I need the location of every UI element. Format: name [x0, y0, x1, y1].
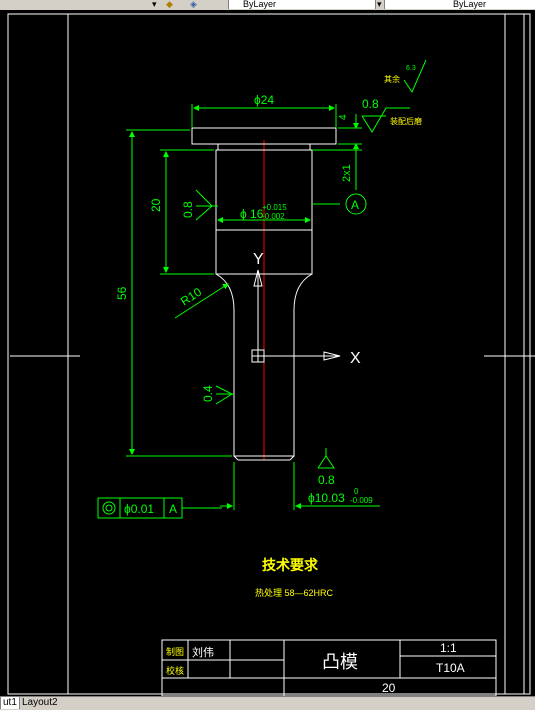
- roughness-note-assembly: 装配后磨: [390, 116, 422, 126]
- linetype-dropdown[interactable]: ByLayer: [384, 0, 535, 9]
- dim-mid-diameter: ϕ 16: [240, 207, 264, 221]
- tolerance-datum: A: [169, 502, 177, 516]
- roughness-symbols: [195, 59, 427, 469]
- tab-layout2[interactable]: Layout2: [20, 697, 60, 709]
- dim-mid-tol-lower: -0.002: [262, 212, 285, 221]
- title-drawer-label: 制图: [166, 646, 184, 657]
- title-checker-label: 校核: [166, 665, 184, 676]
- requirements-title: 技术要求: [262, 557, 319, 573]
- chevron-down-icon[interactable]: ▾: [377, 0, 382, 9]
- drawing-svg[interactable]: Y X 0.8 其余 6: [0, 10, 535, 697]
- roughness-value-63: 6.3: [406, 65, 416, 72]
- tolerance-value: ϕ0.01: [124, 502, 154, 516]
- title-quantity: 20: [382, 681, 396, 695]
- tab-layout1[interactable]: ut1: [0, 697, 20, 709]
- ucs-x-label: X: [350, 350, 361, 367]
- dim-top-diameter: ϕ24: [254, 93, 274, 107]
- roughness-note-other: 其余: [384, 74, 400, 84]
- layout-tabs-bar: ut1 Layout2: [0, 696, 535, 710]
- roughness-value-bottom: 0.8: [318, 473, 335, 487]
- linetype-dropdown-label: ByLayer: [453, 0, 487, 9]
- dimension-lines: [126, 104, 380, 510]
- ucs-icon: [251, 269, 341, 363]
- title-scale: 1:1: [440, 641, 457, 655]
- layer-states-icon[interactable]: ◆: [166, 0, 173, 9]
- dim-bottom-tol-upper: 0: [354, 487, 359, 496]
- dim-bottom-diameter: ϕ10.03: [308, 491, 345, 505]
- datum-label: A: [351, 198, 359, 212]
- part-outline: [191, 127, 337, 461]
- ucs-y-label: Y: [253, 251, 264, 268]
- roughness-value-shank: 0.4: [201, 385, 215, 402]
- tolerance-frame: [97, 497, 222, 519]
- dim-radius: R10: [178, 285, 204, 309]
- title-material: T10A: [436, 661, 465, 675]
- dim-length-56: 56: [115, 286, 129, 300]
- drawing-canvas[interactable]: Y X 0.8 其余 6: [0, 10, 535, 697]
- layer-stack-icon[interactable]: ◈: [190, 0, 197, 9]
- title-part-name: 凸模: [322, 652, 358, 672]
- requirements-text: 热处理 58—62HRC: [255, 587, 334, 598]
- title-drawer-name: 刘伟: [192, 646, 214, 659]
- dim-mid-tol-upper: +0.015: [262, 203, 287, 212]
- color-dropdown[interactable]: ByLayer: [228, 0, 376, 9]
- dropdown-arrow-icon[interactable]: ▾: [152, 0, 157, 9]
- datum-circle: [345, 193, 367, 215]
- dim-length-20: 20: [149, 198, 163, 212]
- viewport-frame: [7, 13, 531, 695]
- roughness-value-left: 0.8: [181, 201, 195, 218]
- color-dropdown-label: ByLayer: [243, 0, 277, 9]
- dim-bottom-tol-lower: -0.009: [350, 496, 373, 505]
- dim-chamfer: 2x1: [341, 164, 353, 182]
- roughness-value-top: 0.8: [362, 97, 379, 111]
- dim-flange-height: 4: [338, 114, 349, 120]
